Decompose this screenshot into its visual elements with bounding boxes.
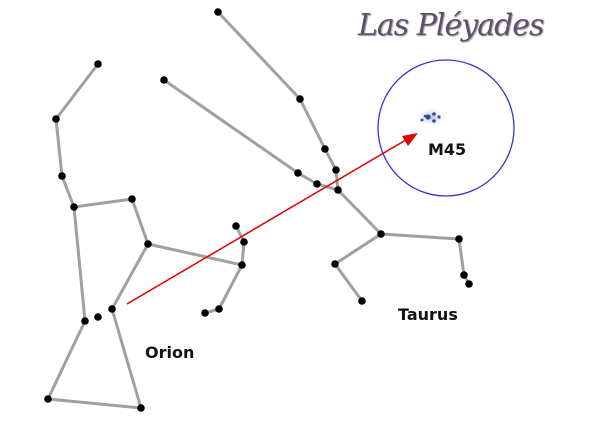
star-dot [215, 305, 223, 313]
taurus-label: Taurus [398, 305, 458, 324]
star-dot [144, 240, 152, 248]
star-dot [52, 115, 60, 123]
star-dot [108, 305, 116, 313]
pleiades-circle [377, 59, 515, 197]
star-dot [313, 180, 321, 188]
star-dot [232, 222, 240, 230]
m45-cluster [415, 107, 447, 127]
stars [44, 8, 473, 412]
star-dot [214, 8, 222, 16]
orion-label: Orion [145, 343, 195, 362]
star-dot [321, 145, 329, 153]
star-dot [137, 404, 145, 412]
taurus-line [333, 232, 382, 302]
star-dot [160, 76, 168, 84]
star-dot [296, 95, 304, 103]
star-dot [294, 169, 302, 177]
m45-label: M45 [428, 140, 467, 159]
star-dot [358, 297, 366, 305]
star-dot [377, 230, 385, 238]
star-dot [238, 261, 246, 269]
star-dot [70, 203, 78, 211]
star-dot [334, 186, 342, 194]
star-dot [201, 309, 209, 317]
star-dot [332, 166, 340, 174]
star-dot [94, 313, 102, 321]
star-dot [128, 195, 136, 203]
star-dot [94, 60, 102, 68]
diagram-title: Las Pléyades [358, 8, 544, 43]
pointer-arrow [126, 133, 418, 305]
orion-line [46, 206, 150, 410]
star-dot [455, 235, 463, 243]
taurus-line [216, 10, 340, 191]
star-dot [460, 271, 468, 279]
star-dot [44, 395, 52, 403]
constellation-lines [46, 10, 471, 410]
star-dot [81, 317, 89, 325]
orion-line [54, 63, 243, 267]
star-dot [465, 280, 473, 288]
star-dot [240, 238, 248, 246]
star-dot [58, 172, 66, 180]
star-dot [331, 260, 339, 268]
